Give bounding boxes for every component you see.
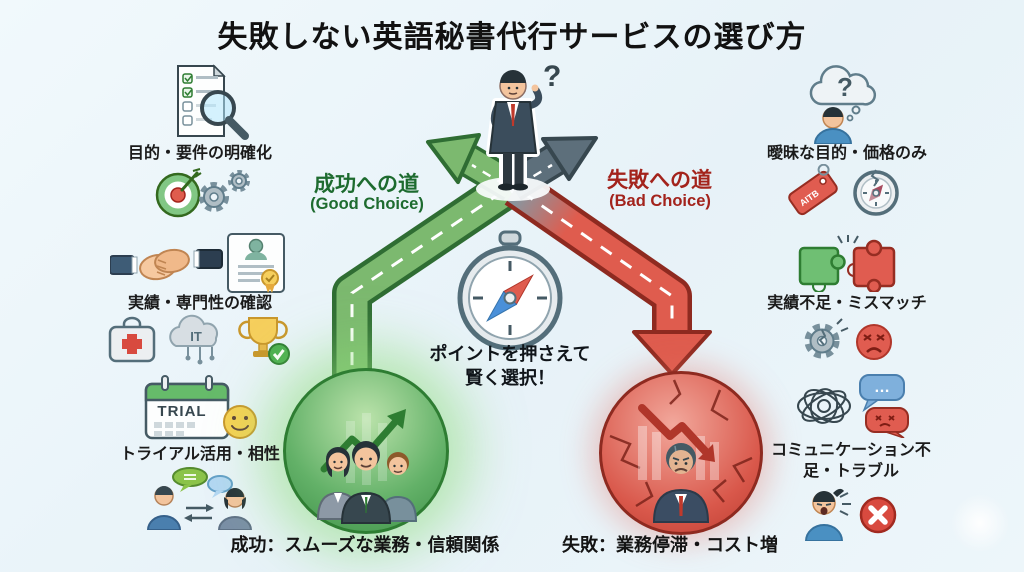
svg-text:?: ? — [837, 72, 853, 102]
broken-gear-angry-face-icon — [804, 318, 892, 360]
right-item1-label: 曖昧な目的・価格のみ — [766, 145, 927, 162]
failure-outcome-circle — [599, 371, 763, 535]
confusion-question-mark: ? — [543, 60, 562, 93]
mismatch-puzzle-icon — [798, 235, 896, 292]
it-cloud-icon: IT — [169, 314, 219, 365]
target-gears-icon — [155, 168, 250, 218]
people-exchange-icon — [146, 467, 253, 530]
angry-person-error-icon — [804, 488, 897, 541]
right-item2-label: 実績不足・ミスマッチ — [767, 295, 927, 312]
success-path-label: 成功への道 — [314, 173, 419, 196]
tangled-communication-bubbles-icon: … — [797, 374, 909, 438]
confused-person-thought-cloud-icon: ? — [809, 65, 877, 144]
trial-calendar-smiley-icon: TRIAL — [144, 375, 257, 440]
businessman-at-fork-icon — [476, 70, 550, 201]
handshake-certificate-icon — [110, 233, 285, 293]
success-caption: 成功：スムーズな業務・信頼関係 — [230, 535, 500, 555]
happy-team-growth-icon — [316, 409, 418, 524]
success-outcome-circle — [283, 368, 449, 534]
success-road — [332, 171, 520, 392]
page-title: 失敗しない英語秘書代行サービスの選び方 — [217, 21, 807, 54]
checklist-magnifier-icon — [177, 64, 249, 140]
svg-text:TRIAL: TRIAL — [157, 403, 206, 420]
medkit-itcloud-trophy-icon: IT — [108, 314, 290, 365]
price-tag-broken-compass-icon: AITB — [788, 164, 899, 216]
left-item2-label: 実績・専門性の確認 — [127, 295, 272, 312]
sparkle-decoration — [950, 490, 1010, 556]
left-item1-label: 目的・要件の明確化 — [127, 145, 272, 162]
advice-line1: ポイントを押さえて — [429, 344, 591, 364]
sad-decline-icon — [609, 379, 753, 523]
compass-icon — [457, 230, 563, 351]
trophy-check-icon — [238, 317, 290, 365]
failure-path-label: 失敗への道 — [607, 169, 712, 192]
svg-text:…: … — [874, 379, 890, 396]
svg-text:IT: IT — [190, 329, 202, 344]
failure-caption: 失敗：業務停滞・コスト増 — [562, 535, 778, 555]
advice-line2: 賢く選択！ — [465, 368, 555, 388]
failure-road — [504, 171, 712, 376]
left-item3-label: トライアル活用・相性 — [120, 446, 280, 463]
failure-path-sublabel: (Bad Choice) — [609, 192, 711, 210]
right-item3-label: コミュニケーション不足・トラブル — [771, 442, 931, 480]
success-path-sublabel: (Good Choice) — [310, 195, 424, 213]
